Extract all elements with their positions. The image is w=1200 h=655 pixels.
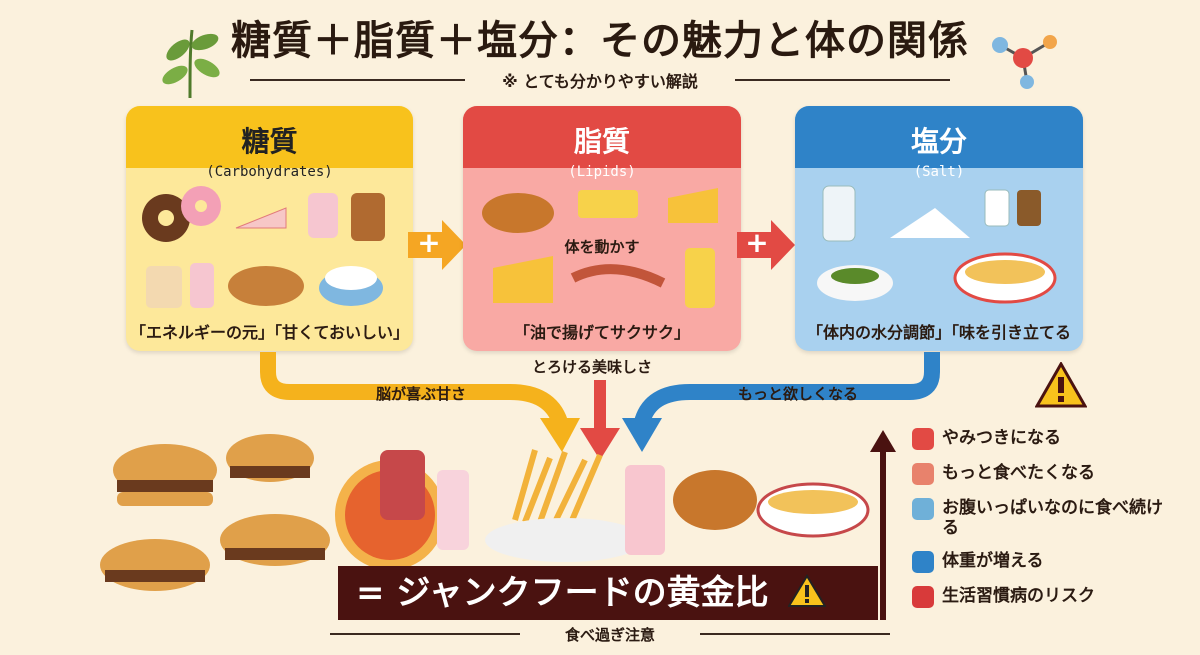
rising-arrow-icon — [870, 430, 896, 620]
consequence-text: 生活習慣病のリスク — [942, 586, 1095, 606]
sugar-flow-arrowhead — [540, 418, 580, 452]
consequence-list: やみつきになる もっと食べたくなる お腹いっぱいなのに食べ続ける 体重が増える … — [912, 428, 1192, 621]
scale-icon — [912, 551, 934, 573]
divider — [330, 633, 520, 635]
junk-food-illustration — [100, 434, 870, 591]
fat-subtitle: (Lipids) — [568, 164, 636, 180]
molecule-icon — [992, 35, 1057, 89]
salt-foods-illustration — [817, 185, 1057, 304]
sugar-card: 糖質 (Carbohydrates) 「エネルギーの元」「甘くておいしい」 — [126, 106, 413, 351]
warning-triangle-icon — [787, 574, 828, 607]
caution-row: 食べ過ぎ注意 — [330, 620, 890, 648]
salt-title: 塩分 — [910, 125, 967, 158]
divider — [735, 79, 950, 81]
caution-text: 食べ過ぎ注意 — [564, 626, 655, 644]
fat-inner-label: 体を動かす — [564, 238, 640, 256]
flow-arrows — [260, 352, 940, 460]
consequence-text: やみつきになる — [942, 428, 1061, 448]
list-item: もっと食べたくなる — [912, 463, 1192, 485]
burger-icon — [113, 444, 217, 506]
leaf-icon — [162, 29, 220, 99]
consequence-text: もっと食べたくなる — [942, 463, 1095, 483]
list-item: 体重が増える — [912, 551, 1192, 573]
plus-sign: + — [417, 226, 441, 259]
subtitle: ※ とても分かりやすい解説 — [502, 72, 698, 91]
sugar-foods-illustration — [142, 186, 385, 308]
page-title: 糖質＋脂質＋塩分：その魅力と体の関係 — [231, 18, 969, 64]
salt-subtitle: (Salt) — [913, 164, 965, 180]
divider — [250, 79, 465, 81]
list-item: やみつきになる — [912, 428, 1192, 450]
warning-sign-icon — [1035, 362, 1087, 408]
fat-flow-label: とろける美味しさ — [532, 358, 653, 376]
fat-card: 脂質 (Lipids) 体を動かす 「油で揚げてサクサク」 — [463, 106, 741, 351]
fat-title: 脂質 — [573, 125, 630, 158]
fat-foods-illustration — [482, 188, 718, 308]
fat-flow-arrowhead — [580, 428, 620, 460]
salt-card-header: 塩分 (Salt) — [795, 106, 1083, 180]
list-item: 生活習慣病のリスク — [912, 586, 1192, 608]
salt-caption: 「体内の水分調節」「味を引き立てる — [806, 323, 1071, 342]
sugar-title: 糖質 — [241, 125, 298, 158]
plus-arrow-2 — [737, 220, 795, 270]
fat-caption: 「油で揚げてサクサク」 — [513, 323, 690, 342]
salt-flow-arrowhead — [622, 418, 662, 452]
banner-text: = ジャンクフードの黄金比 — [356, 573, 769, 613]
consequence-text: お腹いっぱいなのに食べ続ける — [942, 498, 1163, 538]
plus-sign: + — [745, 226, 769, 259]
list-item: お腹いっぱいなのに食べ続ける — [912, 498, 1192, 538]
sugar-subtitle: (Carbohydrates) — [206, 164, 333, 180]
sugar-card-header: 糖質 (Carbohydrates) — [126, 106, 413, 180]
subtitle-row: ※ とても分かりやすい解説 — [250, 68, 950, 92]
heart-pulse-icon — [912, 586, 934, 608]
stomach-icon — [912, 498, 934, 520]
consequence-text: 体重が増える — [942, 551, 1044, 571]
salt-card: 塩分 (Salt) 「体内の水分調節」「味を引き立てる — [795, 106, 1083, 351]
plus-arrow-1 — [408, 220, 466, 270]
bacon-icon — [912, 463, 934, 485]
junk-food-banner: = ジャンクフードの黄金比 — [338, 566, 878, 620]
brain-icon — [912, 428, 934, 450]
fat-card-header: 脂質 (Lipids) — [463, 106, 741, 180]
sugar-flow-label: 脳が喜ぶ甘さ — [376, 385, 467, 403]
sugar-caption: 「エネルギーの元」「甘くておいしい」 — [129, 323, 410, 342]
salt-flow-label: もっと欲しくなる — [738, 385, 859, 403]
divider — [700, 633, 890, 635]
